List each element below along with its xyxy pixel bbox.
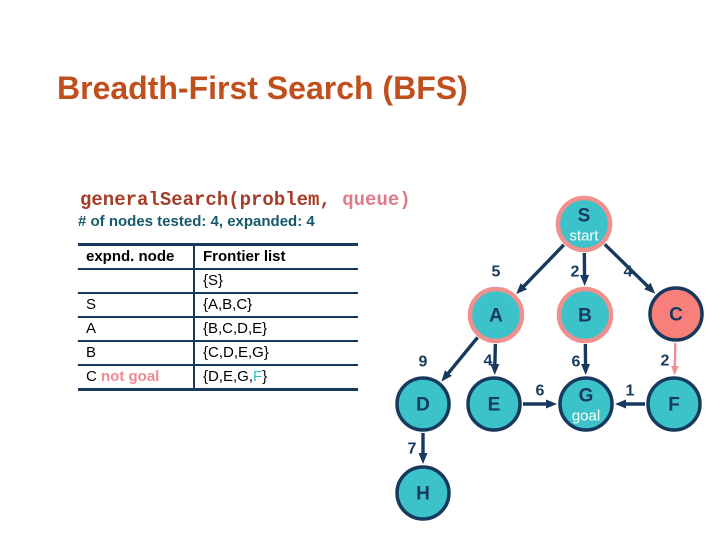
arrowhead-icon: [615, 399, 626, 409]
graph-edge-C-F: 2: [661, 342, 679, 376]
node-letter: B: [578, 306, 592, 327]
arrowhead-icon: [644, 282, 656, 294]
trace-table: expnd. node Frontier list {S} S {A,B,C} A {B…: [78, 243, 358, 391]
graph-edge-B-G: 6: [572, 343, 591, 376]
cell-expanded-node: [78, 269, 195, 294]
cell-text-part: {A,B,C}: [203, 296, 253, 313]
cell-expanded-node: S: [78, 293, 195, 318]
graph-node-F: F: [646, 376, 702, 432]
edge-weight-B-G: 6: [572, 354, 581, 371]
edge-weight-C-F: 2: [661, 353, 670, 370]
edge-weight-F-G: 1: [626, 383, 635, 400]
edge-weight-D-H: 7: [408, 441, 417, 458]
cell-text-part: C: [86, 368, 101, 385]
table-row: {S}: [78, 269, 358, 294]
cell-text-part: {D,E,G,: [203, 368, 254, 385]
table-header-frontier-list: Frontier list: [194, 244, 358, 270]
edge-weight-S-B: 2: [571, 264, 580, 281]
node-letter: D: [416, 395, 430, 416]
arrowhead-icon: [418, 453, 428, 464]
code-line: generalSearch(problem, queue): [80, 190, 411, 210]
cell-text-part: F: [253, 368, 263, 385]
code-text-part: queue): [342, 189, 411, 211]
edge-weight-E-G: 6: [536, 383, 545, 400]
node-letter: S: [578, 206, 591, 227]
node-letter: C: [669, 305, 683, 326]
graph-edge-E-G: 6: [523, 383, 557, 409]
cell-frontier-list: {B,C,D,E}: [194, 317, 358, 342]
graph-edge-S-A: 5: [492, 243, 566, 295]
arrowhead-icon: [441, 370, 452, 382]
edge-weight-A-E: 4: [484, 353, 493, 370]
edge-weight-S-A: 5: [492, 264, 501, 281]
graph-edge-S-C: 4: [603, 243, 656, 294]
node-letter: E: [488, 395, 501, 416]
cell-expanded-node: A: [78, 317, 195, 342]
node-letter: A: [489, 306, 503, 327]
stats-line: # of nodes tested: 4, expanded: 4: [78, 213, 315, 230]
table-row: A {B,C,D,E}: [78, 317, 358, 342]
table-row: S {A,B,C}: [78, 293, 358, 318]
graph-edge-A-D: 9: [419, 336, 479, 382]
node-sublabel: goal: [572, 408, 600, 425]
cell-frontier-list: {C,D,E,G}: [194, 341, 358, 366]
table-header-row: expnd. node Frontier list: [78, 244, 358, 270]
arrowhead-icon: [490, 363, 500, 376]
node-sublabel: start: [569, 228, 599, 245]
cell-text-part: }: [262, 368, 268, 385]
graph-node-C: C: [648, 286, 704, 342]
code-text-part: generalSearch(problem,: [80, 189, 343, 211]
cell-expanded-node: C not goal: [78, 365, 195, 391]
graph-edge-D-H: 7: [408, 433, 428, 464]
edge-weight-S-C: 4: [624, 264, 633, 281]
graph-node-H: H: [395, 465, 451, 521]
node-letter: G: [579, 386, 594, 407]
graph-edge-A-E: 4: [484, 343, 500, 376]
cell-text-part: {B,C,D,E}: [203, 320, 268, 337]
node-letter: F: [668, 395, 680, 416]
arrowhead-icon: [581, 363, 591, 376]
cell-text-part: {S}: [203, 272, 224, 289]
graph-node-A: A: [467, 286, 525, 344]
cell-text-part: S: [86, 296, 97, 313]
table-row: B {C,D,E,G}: [78, 341, 358, 366]
cell-expanded-node: B: [78, 341, 195, 366]
cell-text-part: {C,D,E,G}: [203, 344, 269, 361]
cell-text-part: B: [86, 344, 97, 361]
cell-frontier-list: {D,E,G,F}: [194, 365, 358, 391]
cell-frontier-list: {A,B,C}: [194, 293, 358, 318]
cell-frontier-list: {S}: [194, 269, 358, 294]
graph-node-E: E: [466, 376, 522, 432]
arrowhead-icon: [516, 283, 528, 295]
slide-title: Breadth-First Search (BFS): [57, 70, 468, 106]
arrowhead-icon: [546, 399, 557, 409]
arrowhead-icon: [671, 365, 679, 376]
graph-edge-S-B: 2: [571, 252, 590, 287]
graph-node-B: B: [556, 286, 614, 344]
cell-text-part: not goal: [101, 368, 160, 385]
node-letter: H: [416, 484, 430, 505]
cell-text-part: A: [86, 320, 97, 337]
table-row: C not goal{D,E,G,F}: [78, 365, 358, 391]
graph-edge-F-G: 1: [615, 383, 645, 409]
table-header-expanded-node: expnd. node: [78, 244, 195, 270]
arrowhead-icon: [580, 274, 590, 287]
graph-node-D: D: [395, 376, 451, 432]
table-body: {S} S {A,B,C} A {B,C,D,E} B {C,D,E,G} C not goa…: [78, 269, 358, 391]
edge-weight-A-D: 9: [419, 354, 428, 371]
